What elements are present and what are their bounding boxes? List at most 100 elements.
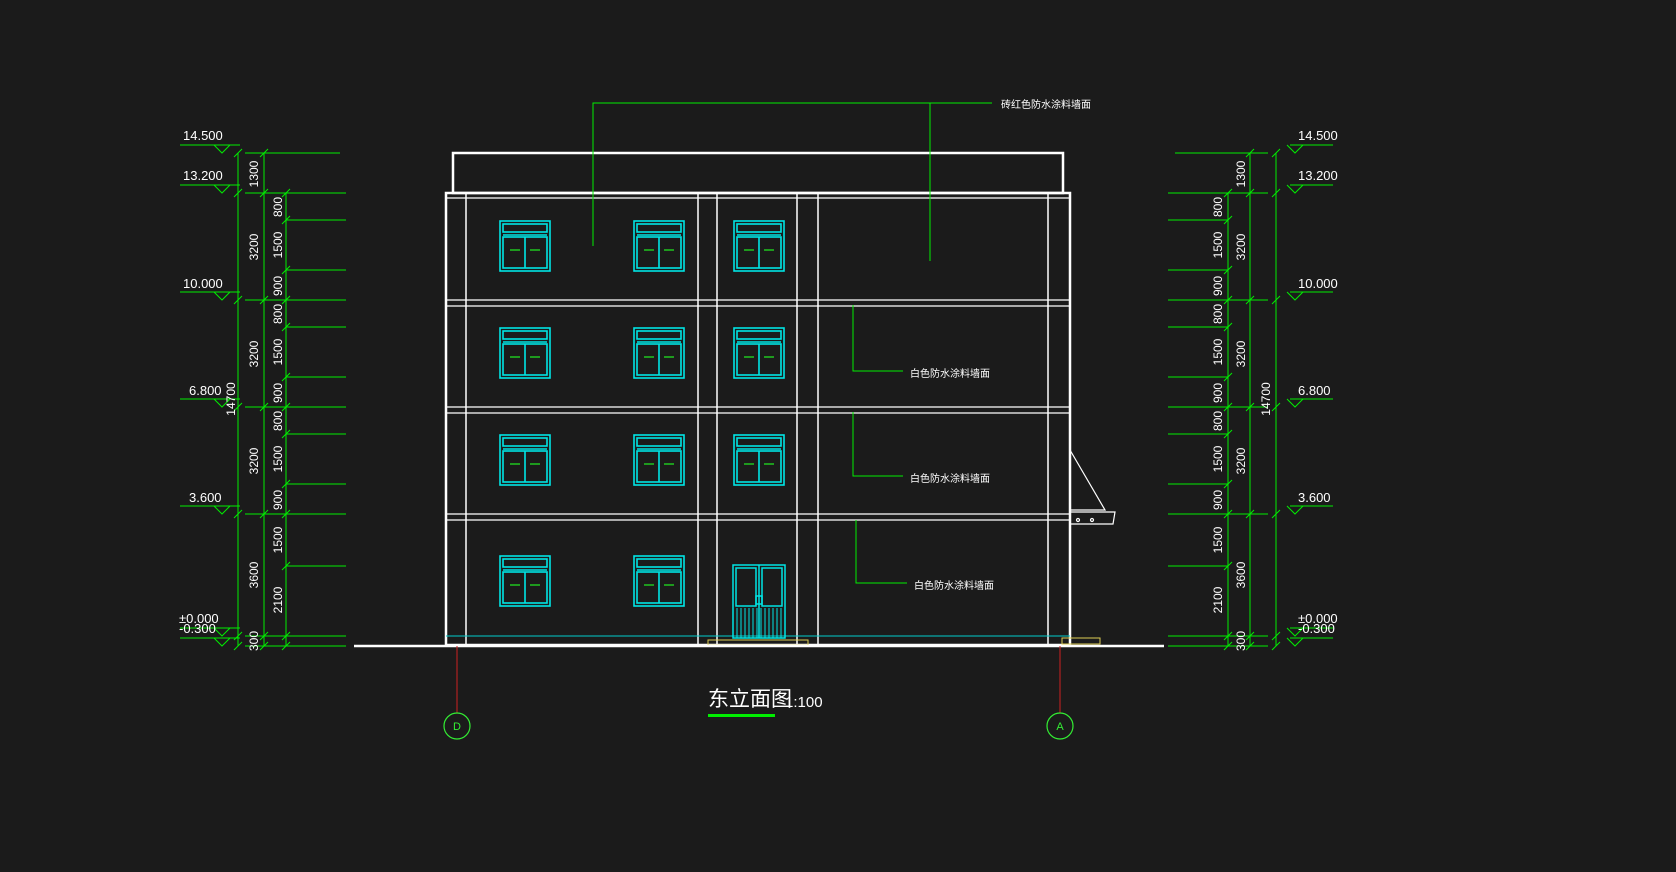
axis-bubble-d: [443, 712, 471, 740]
level-label-14500-right: 14.500: [1298, 128, 1338, 143]
left-floor-dim-labels: 1300 3200 3200 3200 3600 300 14700: [224, 160, 261, 651]
right-level-labels: 14.500 13.200 10.000 6.800 3.600 ±0.000 …: [1298, 128, 1338, 636]
dim-open-1500-c-left: 1500: [271, 445, 285, 472]
dim-open-1500-c-right: 1500: [1211, 445, 1225, 472]
window: [499, 220, 551, 272]
facade-outline: [444, 191, 1072, 647]
window-frame: [499, 555, 551, 607]
dim-tick: [1245, 148, 1255, 158]
dim-tick: [259, 631, 269, 641]
dim-tick: [1271, 402, 1281, 412]
level-label-10000-right: 10.000: [1298, 276, 1338, 291]
level-triangle: [1286, 291, 1304, 301]
window-transom: [502, 330, 548, 340]
left-opening-dim-labels: 800 1500 900 800 1500 900 800 1500 900 1…: [271, 197, 285, 614]
dim-3200-b-right: 3200: [1234, 340, 1248, 367]
level-label-0000-left: ±0.000: [179, 611, 219, 626]
window: [633, 555, 685, 607]
dim-tick: [233, 295, 243, 305]
window-frame: [633, 220, 685, 272]
window-transom: [502, 223, 548, 233]
dim-tick: [1245, 641, 1255, 651]
window-transom: [636, 437, 682, 447]
level-label-m0300-left: -0.300: [179, 621, 216, 636]
dim-tick: [233, 148, 243, 158]
window: [499, 327, 551, 379]
dim-3200-a-left: 3200: [247, 233, 261, 260]
window-frame: [633, 555, 685, 607]
window: [733, 327, 785, 379]
window-transom: [502, 558, 548, 568]
dim-tick: [1271, 641, 1281, 651]
dim-3200-a-right: 3200: [1234, 233, 1248, 260]
level-triangle: [213, 637, 231, 647]
window-transom: [636, 223, 682, 233]
dim-open-900-c-right: 900: [1211, 490, 1225, 510]
left-level-labels: 14.500 13.200 10.000 6.800 3.600 ±0.000 …: [179, 128, 223, 636]
window-frame: [499, 327, 551, 379]
level-label-6800-right: 6.800: [1298, 383, 1331, 398]
title-underline: [708, 714, 775, 717]
level-triangle: [213, 184, 231, 194]
level-label-13200-right: 13.200: [1298, 168, 1338, 183]
dim-3200-c-right: 3200: [1234, 447, 1248, 474]
window: [499, 555, 551, 607]
dim-tick: [1271, 631, 1281, 641]
dim-tick: [259, 641, 269, 651]
roof-parapet: [451, 151, 1065, 195]
dim-1300-left: 1300: [247, 160, 261, 187]
note-wall-finish-3: 白色防水涂料墙面: [910, 367, 990, 380]
right-opening-dim-labels: 800 1500 900 800 1500 900 800 1500 900 1…: [1211, 197, 1225, 614]
dim-tick: [259, 188, 269, 198]
dim-tick: [1271, 509, 1281, 519]
note-roof-finish: 砖红色防水涂料墙面: [1001, 98, 1091, 111]
axis-bubble-a: [1046, 712, 1074, 740]
level-triangle: [1286, 627, 1304, 637]
drawing-title: 东立面图: [708, 688, 792, 711]
canopy-bracket: [1069, 449, 1116, 525]
dim-3600-right: 3600: [1234, 561, 1248, 588]
dim-tick: [259, 295, 269, 305]
dim-open-800-c-right: 800: [1211, 411, 1225, 431]
dim-total-right: 14700: [1259, 382, 1273, 416]
window-frame: [633, 327, 685, 379]
building-elevation: [444, 151, 1116, 647]
dim-tick: [233, 188, 243, 198]
dim-open-800-a-right: 800: [1211, 197, 1225, 217]
dim-open-800-a-left: 800: [271, 197, 285, 217]
dim-tick: [1245, 402, 1255, 412]
dim-300-left: 300: [247, 631, 261, 651]
leader-lines: [592, 102, 992, 584]
dim-3200-c-left: 3200: [247, 447, 261, 474]
dim-tick: [233, 631, 243, 641]
level-label-14500-left: 14.500: [183, 128, 223, 143]
level-label-13200-left: 13.200: [183, 168, 223, 183]
dim-tick: [1271, 295, 1281, 305]
dim-open-1500-b-left: 1500: [271, 338, 285, 365]
level-triangle: [1286, 184, 1304, 194]
note-wall-finish-2: 白色防水涂料墙面: [910, 472, 990, 485]
window: [733, 434, 785, 486]
level-label-m0300-right: -0.300: [1298, 621, 1335, 636]
dim-open-900-b-right: 900: [1211, 383, 1225, 403]
dim-open-1500-b-right: 1500: [1211, 338, 1225, 365]
dim-tick: [1245, 295, 1255, 305]
dim-open-900-a-right: 900: [1211, 276, 1225, 296]
door-slats: [736, 608, 782, 638]
level-triangle: [1286, 505, 1304, 515]
dim-tick: [233, 509, 243, 519]
dim-tick: [259, 402, 269, 412]
window-frame: [733, 220, 785, 272]
dim-open-900-b-left: 900: [271, 383, 285, 403]
level-triangle: [213, 398, 231, 408]
axis-label-d: D: [453, 721, 461, 733]
level-label-6800-left: 6.800: [189, 383, 222, 398]
drawing-scale: 1:100: [785, 694, 823, 711]
level-triangle: [1286, 144, 1304, 154]
dim-open-900-c-left: 900: [271, 490, 285, 510]
dim-tick: [1271, 148, 1281, 158]
left-level-marks: [1286, 144, 1333, 647]
dim-open-2100-left: 2100: [271, 586, 285, 613]
window: [633, 220, 685, 272]
